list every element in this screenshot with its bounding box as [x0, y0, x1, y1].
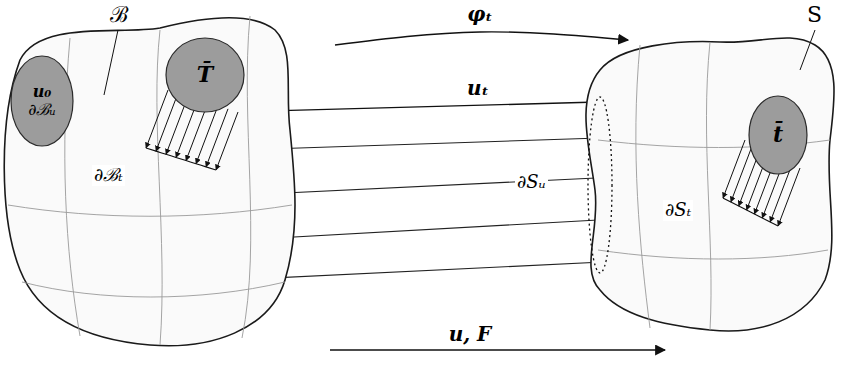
patch-texts: T̄: [197, 62, 213, 87]
body-name: ℬ: [110, 2, 128, 27]
body-shape: [0, 0, 300, 352]
patch-ellipse: [166, 38, 244, 112]
traction-arrow: [206, 109, 228, 167]
traction-arrow: [196, 106, 218, 164]
patch-content: t̄: [748, 95, 808, 175]
traction-arrow: [723, 140, 745, 198]
current-body: St̄: [560, 0, 844, 340]
traction-arrow: [778, 168, 800, 226]
mesh-line: [8, 205, 292, 216]
mesh-line: [157, 30, 162, 345]
deformation-arrow: [330, 349, 665, 350]
mesh-line: [706, 42, 711, 330]
patch-content: u₀∂ℬᵤ: [10, 55, 74, 147]
boundary-label: ∂Sᵤ: [515, 172, 548, 193]
mesh-line: [22, 282, 285, 297]
boundary-value: u₀: [33, 83, 52, 101]
boundary-value: t̄: [773, 122, 783, 147]
leader-line: [104, 30, 118, 95]
boundary-value: T̄: [197, 62, 213, 87]
patch-texts: t̄: [773, 122, 783, 147]
body-outline: [4, 18, 295, 346]
traction-patch: t̄: [748, 95, 808, 175]
boundary-name: ∂ℬᵤ: [28, 101, 56, 119]
traction-boundary: [146, 148, 216, 170]
displacement-line: [240, 138, 600, 150]
traction-arrow: [731, 144, 753, 202]
mapping-arrow: [335, 32, 628, 45]
edge-label: u, F: [446, 323, 495, 346]
patch-ellipse: [11, 56, 73, 146]
patch-content: T̄: [165, 37, 245, 113]
edge-label: uₜ: [464, 77, 492, 100]
body-outline: [586, 38, 834, 331]
mesh-line: [636, 45, 650, 328]
patch-ellipse: [749, 96, 807, 174]
boundary-label: ∂Sₜ: [663, 200, 693, 221]
boundary-face: [588, 97, 612, 273]
displacement-patch: u₀∂ℬᵤ: [10, 55, 74, 147]
reference-body: ℬ T̄ u₀∂ℬᵤ: [0, 0, 300, 352]
traction-arrow: [216, 112, 238, 170]
edge-label: φₜ: [464, 3, 496, 26]
patch-texts: u₀∂ℬᵤ: [28, 83, 56, 120]
traction-arrow: [156, 93, 178, 151]
boundary-label: ∂ℬₜ: [92, 165, 125, 186]
body-shape: [560, 0, 844, 340]
mesh-line: [598, 250, 828, 259]
traction-arrow: [146, 90, 168, 148]
leader-line: [800, 30, 815, 70]
body-name: S: [807, 2, 822, 27]
traction-patch: T̄: [165, 37, 245, 113]
